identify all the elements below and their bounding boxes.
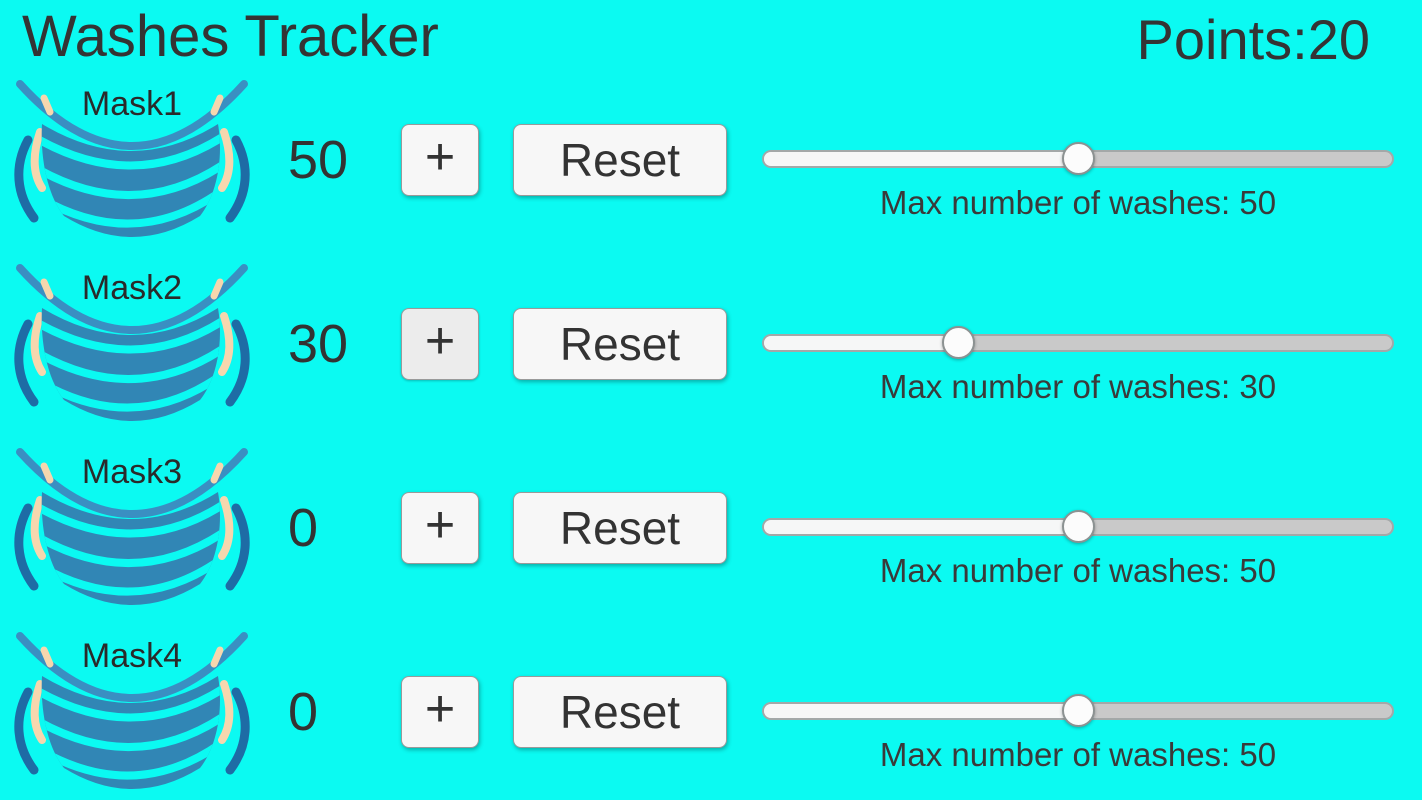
points-label: Points: <box>1136 8 1308 71</box>
slider-fill <box>764 152 1078 166</box>
plus-button[interactable]: + <box>401 676 479 748</box>
mask-row: Mask2 30 + Reset Max number of washes: 3… <box>0 260 1422 444</box>
slider-fill <box>764 704 1078 718</box>
mask-name-label: Mask1 <box>81 85 183 123</box>
mask-row: Mask3 0 + Reset Max number of washes: 50 <box>0 444 1422 628</box>
plus-button[interactable]: + <box>401 124 479 196</box>
wash-count: 0 <box>288 498 319 558</box>
slider-thumb[interactable] <box>1062 510 1095 543</box>
wash-count: 0 <box>288 682 319 742</box>
points-display: Points:20 <box>1137 8 1371 72</box>
slider-thumb[interactable] <box>1062 694 1095 727</box>
reset-button[interactable]: Reset <box>513 308 727 380</box>
reset-button[interactable]: Reset <box>513 676 727 748</box>
mask-icon: Mask4 <box>12 630 252 798</box>
max-washes-slider[interactable] <box>762 138 1394 180</box>
max-washes-label: Max number of washes: 50 <box>879 736 1277 773</box>
max-washes-slider[interactable] <box>762 506 1394 548</box>
wash-count: 30 <box>288 314 349 374</box>
max-washes-label: Max number of washes: 50 <box>879 184 1277 221</box>
max-washes-slider[interactable] <box>762 690 1394 732</box>
page-title: Washes Tracker <box>22 4 439 69</box>
wash-count: 50 <box>288 130 349 190</box>
max-washes-label: Max number of washes: 50 <box>879 552 1277 589</box>
plus-button[interactable]: + <box>401 492 479 564</box>
max-washes-label: Max number of washes: 30 <box>879 368 1277 405</box>
slider-fill <box>764 520 1078 534</box>
max-washes-slider[interactable] <box>762 322 1394 364</box>
mask-row: Mask4 0 + Reset Max number of washes: 50 <box>0 628 1422 800</box>
mask-icon: Mask3 <box>12 446 252 614</box>
slider-fill <box>764 336 959 350</box>
slider-track[interactable] <box>762 334 1394 352</box>
points-value: 20 <box>1307 8 1370 71</box>
mask-icon: Mask2 <box>12 262 252 430</box>
mask-name-label: Mask4 <box>81 637 183 675</box>
mask-name-label: Mask2 <box>81 269 183 307</box>
mask-name-label: Mask3 <box>81 453 183 491</box>
plus-button[interactable]: + <box>401 308 479 380</box>
slider-thumb[interactable] <box>941 326 975 359</box>
reset-button[interactable]: Reset <box>513 124 727 196</box>
reset-button[interactable]: Reset <box>513 492 727 564</box>
mask-icon: Mask1 <box>12 78 252 246</box>
mask-row: Mask1 50 + Reset Max number of washes: 5… <box>0 76 1422 260</box>
slider-thumb[interactable] <box>1062 142 1095 175</box>
